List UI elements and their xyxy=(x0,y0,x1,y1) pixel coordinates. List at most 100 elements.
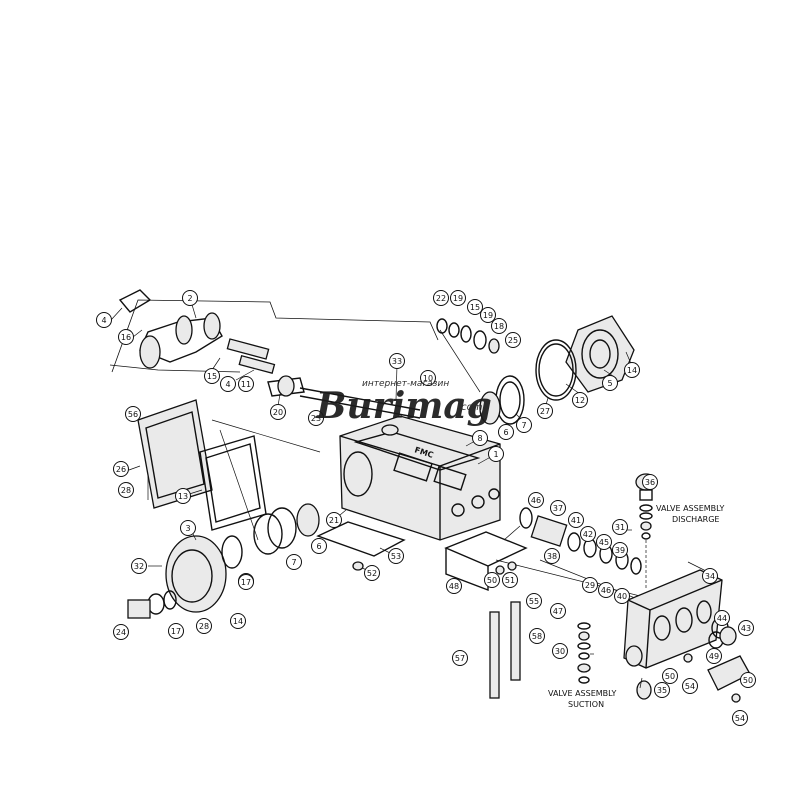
callout-19a: 19 xyxy=(450,290,466,306)
rear-cover xyxy=(137,399,267,531)
callout-bubble xyxy=(580,526,596,542)
callout-bubble xyxy=(682,678,698,694)
callout-bubble xyxy=(420,370,436,386)
mount-bracket xyxy=(444,531,528,592)
callout-23: 23 xyxy=(308,410,324,426)
callout-label: 3 xyxy=(185,524,190,533)
callout-label: 8 xyxy=(477,434,482,443)
callout-label: 40 xyxy=(617,592,627,601)
callout-bubble xyxy=(614,588,630,604)
callout-bubble xyxy=(220,376,236,392)
crankshaft xyxy=(118,289,421,419)
callout-14a: 14 xyxy=(624,362,640,378)
plunger-packing-row xyxy=(519,507,642,575)
callout-bubble xyxy=(204,368,220,384)
callout-7b: 7 xyxy=(286,554,302,570)
callout-label: 34 xyxy=(705,572,715,581)
callout-bubble xyxy=(526,593,542,609)
callout-55: 55 xyxy=(526,593,542,609)
callout-label: 17 xyxy=(171,627,181,636)
callout-24: 24 xyxy=(113,624,129,640)
callout-label: 4 xyxy=(101,316,106,325)
callout-label: 55 xyxy=(529,597,539,606)
callout-label: 19 xyxy=(453,294,463,303)
callout-bubble xyxy=(491,318,507,334)
callout-bubble xyxy=(612,519,628,535)
callout-label: 16 xyxy=(121,333,131,342)
watermark: интернет-магазин Burimag .com xyxy=(315,379,492,427)
callout-label: 42 xyxy=(583,530,593,539)
callout-label: 50 xyxy=(665,672,675,681)
bearing-cap xyxy=(479,315,635,425)
callout-bubble xyxy=(180,520,196,536)
callout-46a: 46 xyxy=(528,492,544,508)
callout-bubble xyxy=(572,392,588,408)
callout-20: 20 xyxy=(270,404,286,420)
callout-label: 12 xyxy=(575,396,585,405)
callout-8: 8 xyxy=(472,430,488,446)
callout-label: 6 xyxy=(316,542,321,551)
callout-label: 24 xyxy=(116,628,126,637)
callout-15b: 15 xyxy=(467,299,483,315)
callout-56: 56 xyxy=(125,406,141,422)
callout-50a: 50 xyxy=(484,572,500,588)
fluid-manifold xyxy=(623,569,729,669)
callout-58: 58 xyxy=(529,628,545,644)
suction-caption-line1: VALVE ASSEMBLY xyxy=(548,689,617,698)
callout-40: 40 xyxy=(614,588,630,604)
callout-label: 29 xyxy=(585,581,595,590)
end-cap xyxy=(683,626,751,703)
callout-bubble xyxy=(308,410,324,426)
callout-bubble xyxy=(230,613,246,629)
suction-caption-line2: SUCTION xyxy=(568,700,604,709)
callout-bubble xyxy=(550,500,566,516)
callout-label: 49 xyxy=(709,652,719,661)
callout-30: 30 xyxy=(552,643,568,659)
callout-label: 51 xyxy=(505,576,515,585)
callout-17b: 17 xyxy=(168,623,184,639)
callout-label: 38 xyxy=(547,552,557,561)
callout-50b: 50 xyxy=(662,668,678,684)
discharge-valve-stack xyxy=(635,473,657,588)
suction-caption: VALVE ASSEMBLY SUCTION xyxy=(548,689,617,709)
callout-bubble xyxy=(738,620,754,636)
callout-label: 6 xyxy=(503,428,508,437)
callout-bubble xyxy=(446,578,462,594)
callout-4a: 4 xyxy=(96,312,112,328)
callout-28a: 28 xyxy=(118,482,134,498)
callout-label: 15 xyxy=(207,372,217,381)
callout-label: 58 xyxy=(532,632,542,641)
callout-45: 45 xyxy=(596,534,612,550)
callout-bubble xyxy=(529,628,545,644)
callout-bubble xyxy=(389,353,405,369)
callout-51: 51 xyxy=(502,572,518,588)
callout-bubble xyxy=(602,375,618,391)
callout-label: 48 xyxy=(449,582,459,591)
callout-label: 2 xyxy=(187,294,192,303)
callout-bubble xyxy=(544,548,560,564)
callout-label: 54 xyxy=(735,714,745,723)
callout-bubble xyxy=(740,672,756,688)
callout-label: 33 xyxy=(392,357,402,366)
callout-bubble xyxy=(196,618,212,634)
callout-3: 3 xyxy=(180,520,196,536)
callout-label: 19 xyxy=(483,311,493,320)
callout-50c: 50 xyxy=(740,672,756,688)
callout-label: 10 xyxy=(423,374,433,383)
callout-6b: 6 xyxy=(311,538,327,554)
callout-bubble xyxy=(654,682,670,698)
callout-label: 50 xyxy=(743,676,753,685)
callout-bubble xyxy=(388,548,404,564)
callout-43: 43 xyxy=(738,620,754,636)
callout-49: 49 xyxy=(706,648,722,664)
discharge-caption-line2: DISCHARGE xyxy=(672,515,719,524)
callout-label: 14 xyxy=(233,617,243,626)
callout-label: 31 xyxy=(615,523,625,532)
callout-label: 23 xyxy=(311,414,321,423)
callout-bubble xyxy=(488,446,504,462)
callout-bubble xyxy=(714,610,730,626)
callout-bubble xyxy=(238,574,254,590)
crankcase-housing: FMC xyxy=(339,415,501,541)
callout-bubble xyxy=(568,512,584,528)
